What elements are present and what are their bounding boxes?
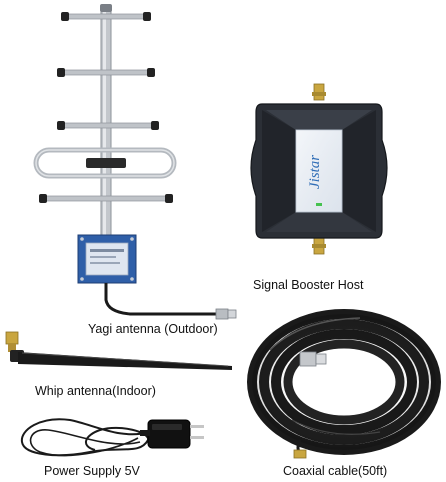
yagi-element: [61, 12, 151, 21]
n-connector: [299, 351, 327, 367]
caption-whip-antenna: Whip antenna(Indoor): [35, 384, 156, 398]
whip-antenna: [5, 331, 232, 370]
yagi-mount-plate: [77, 234, 137, 284]
caption-yagi-antenna: Yagi antenna (Outdoor): [88, 322, 218, 336]
n-connector: [215, 308, 237, 320]
power-supply: [20, 418, 204, 457]
yagi-element: [57, 121, 159, 130]
yagi-element: [39, 194, 173, 203]
signal-booster-host: [250, 83, 388, 255]
caption-power-supply: Power Supply 5V: [44, 464, 140, 478]
sma-connector: [293, 449, 307, 459]
yagi-dipole: [33, 147, 177, 179]
caption-signal-booster-host: Signal Booster Host: [253, 278, 364, 292]
yagi-antenna: [33, 4, 237, 320]
coaxial-cable-coil: [247, 309, 441, 459]
yagi-element: [57, 68, 155, 77]
caption-coaxial-cable: Coaxial cable(50ft): [283, 464, 388, 478]
brand-logo: Jistar: [307, 155, 323, 189]
